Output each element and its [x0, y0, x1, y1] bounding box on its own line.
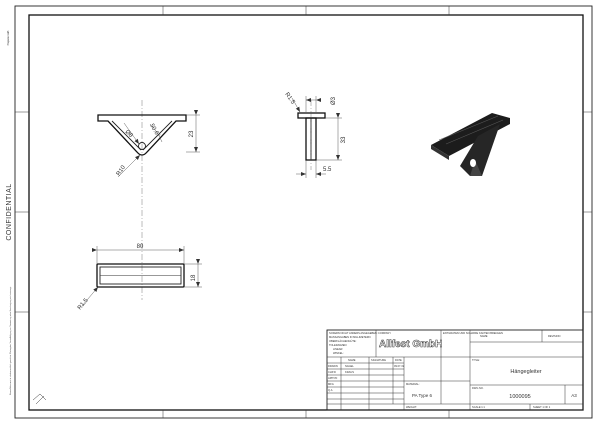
tb-note-5: WINKEL: — [333, 351, 344, 355]
tb-row-1-role: CHK'D — [328, 370, 336, 374]
tb-weight-label: WEIGHT: — [406, 405, 417, 409]
tb-company-label: COMPANY — [378, 331, 391, 335]
tb-size: A3 — [571, 393, 577, 398]
inner-frame — [28, 14, 584, 411]
tb-dwg-no: 1000095 — [509, 394, 530, 400]
top-view: 80 18 R1.5 — [77, 244, 202, 311]
tb-row-0-role: DRAWN — [328, 364, 338, 368]
tb-note-2: OBERFLÄCHENGÜTE: — [329, 339, 357, 343]
tb-company: Allfest GmbH — [379, 339, 442, 350]
tb-material: PA Type 6 — [412, 393, 433, 398]
front-view: 23 50.6° Ø8 R10 — [97, 100, 200, 300]
iso-hole — [470, 159, 476, 167]
tb-name-label: NAME — [480, 334, 488, 338]
dim-side-thickness: 5.5 — [323, 167, 332, 173]
tb-row-1-name: KRAUS — [345, 370, 354, 374]
dim-front-radius: R10 — [116, 164, 128, 177]
side-view: Ø3 R1.5 33 5.5 — [283, 92, 347, 178]
title-block: SOFERN NICHT ANDERS ANGEGEBEN: MASSANGAB… — [326, 329, 584, 411]
corner-label: Prepared with — [7, 30, 10, 45]
front-hole — [138, 142, 146, 150]
side-note: Dieses Dokument ist urheberrechtlich ges… — [9, 286, 12, 395]
dim-top-length: 80 — [137, 244, 144, 250]
dim-top-radius: R1.5 — [77, 297, 90, 311]
tb-header-name: NAME — [348, 358, 356, 362]
dim-front-hole: Ø8 — [124, 129, 134, 139]
dim-top-depth: 18 — [191, 274, 197, 281]
tb-title: Hängegleiter — [510, 369, 541, 375]
tb-header-date: DATE — [395, 358, 402, 362]
tb-dwg-label: DWG NO. — [472, 386, 484, 390]
tb-row-4-role: Q.A — [328, 388, 333, 392]
confidential-label: CONFIDENTIAL — [6, 183, 13, 240]
tb-row-0-name: NAGEL — [345, 364, 354, 368]
tb-header-signature: SIGNATURE — [371, 358, 386, 362]
tb-sheet-label: SHEET 1 OF 1 — [533, 405, 551, 409]
tb-note-4: LINEAR: — [333, 347, 343, 351]
outer-frame — [14, 5, 593, 419]
tb-scale-label: SCALE:1:1 — [472, 405, 485, 409]
tb-note-1: MASSANGABEN IN MILLIMETERN — [329, 335, 371, 339]
tb-revision-label: REVISION — [548, 334, 561, 338]
frame-ticks — [15, 6, 592, 418]
corner-mark — [32, 393, 47, 405]
tb-title-label: TITLE: — [472, 358, 480, 362]
dim-front-width: 23 — [189, 130, 195, 137]
tb-row-0-date: 09.07.19 — [394, 364, 405, 368]
dim-side-radius: R1.5 — [283, 92, 296, 106]
tb-note-0: SOFERN NICHT ANDERS ANGEGEBEN: — [329, 331, 378, 335]
dim-side-dia: Ø3 — [331, 96, 337, 105]
dim-side-height: 33 — [341, 136, 347, 143]
tb-finish-label: ENTGRATEN UND SCHARFE KANTEN BRECHEN — [443, 331, 503, 335]
dim-front-angle: 50.6° — [148, 123, 161, 139]
tb-note-3: TOLERANZEN: — [329, 343, 347, 347]
isometric-view — [431, 113, 510, 176]
tb-row-2-role: APPV'D — [328, 376, 337, 380]
tb-material-label: MATERIAL: — [406, 382, 420, 386]
tb-row-3-role: MFG — [328, 382, 334, 386]
